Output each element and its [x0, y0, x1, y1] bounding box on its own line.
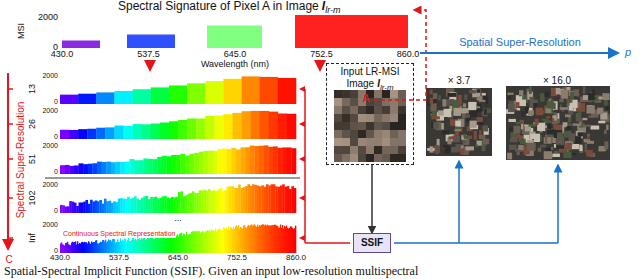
tick-label: 430.0: [51, 50, 74, 60]
output-line: [394, 242, 558, 244]
pixel-marker: A: [362, 93, 369, 104]
axis-title: Wavelength (nm): [201, 60, 269, 70]
symbol: I: [377, 78, 380, 89]
axis-line: [7, 73, 9, 249]
image-frame: Input LR-MSI ImageIlr-m: [326, 63, 414, 165]
tick-label: 0: [54, 207, 58, 215]
tick-label: 0: [54, 98, 58, 106]
tick-label: 2000: [42, 72, 58, 80]
band-count: Inf: [28, 233, 38, 243]
tick-label: 2000: [42, 181, 58, 189]
arrow: [149, 61, 151, 70]
axis-letter: p: [625, 46, 631, 58]
tick-label: 537.5: [109, 254, 129, 263]
axis-title: Spectral Super-Resolution: [15, 102, 26, 219]
annotation: Continuous Spectral Representation: [62, 230, 176, 238]
subscript: lr-m: [380, 83, 394, 92]
scale-label: × 16.0: [543, 75, 571, 86]
tick-label: 645.0: [168, 254, 188, 263]
tick-label: 752.5: [227, 254, 247, 263]
tick-label: 2000: [42, 142, 58, 150]
output-line: [305, 242, 350, 244]
tick-label: 430.0: [50, 254, 70, 263]
axis-line: [420, 52, 618, 54]
tick-label: 860.0: [397, 50, 420, 60]
separator: [45, 177, 300, 179]
axis-title: Spatial Super-Resolution: [459, 36, 581, 48]
bracket-arrows: [299, 86, 305, 241]
caption: Spatial-Spectral Implicit Function (SSIF…: [4, 265, 418, 278]
axis-letter: C: [5, 254, 12, 265]
tick-label: 2000: [38, 13, 58, 23]
tick-label: 2000: [42, 221, 58, 229]
node-label: SSIF: [361, 237, 383, 248]
arrow: [458, 161, 460, 243]
tick-label: 0: [54, 133, 58, 141]
title-group: Spectral Signature of Pixel A in ImageIl…: [118, 0, 340, 16]
tick-label: 2000: [42, 107, 58, 115]
arrow: [319, 61, 321, 70]
axis-title: MSI: [17, 23, 27, 39]
arrow: [557, 165, 559, 243]
process-box: SSIF: [353, 233, 391, 253]
tick-label: 645.0: [224, 50, 247, 60]
chart-title: Spectral Signature of Pixel A in Image: [118, 0, 319, 13]
dashed-arrow: [374, 10, 426, 100]
tick-label: 537.5: [137, 50, 160, 60]
band-count: 13: [28, 84, 38, 94]
tick-label: 0: [54, 168, 58, 176]
ellipsis: ...: [174, 214, 182, 224]
band-count: 102: [28, 190, 38, 205]
band-count: 26: [28, 119, 38, 129]
band-count: 51: [28, 154, 38, 164]
axis-ticks: [8, 89, 13, 238]
subscript: lr-m: [325, 5, 340, 15]
scale-label: × 3.7: [448, 75, 471, 86]
connector: [371, 165, 373, 233]
tick-label: 752.5: [310, 50, 333, 60]
symbol: I: [322, 0, 325, 13]
bracket-line: [304, 89, 306, 243]
tick-label: 860.0: [286, 254, 306, 263]
